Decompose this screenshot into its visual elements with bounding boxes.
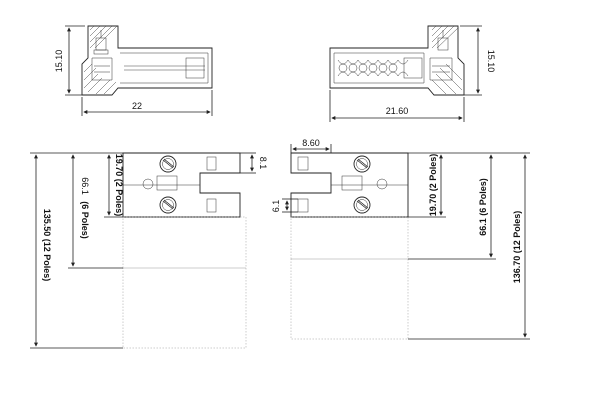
dim-front-left-12poles: 135.50 (12 Poles)	[42, 209, 52, 282]
front-view-right: 8.60 6.1 19.70 (2 Poles) 66.1 (6 Poles) …	[271, 138, 530, 340]
dim-front-right-pitch: 8.60	[302, 138, 320, 148]
side-view-left: 15.10 22	[54, 25, 213, 116]
dim-side-left-height: 15.10	[54, 50, 64, 73]
dim-front-left-6poles-value: 66.1	[80, 177, 90, 195]
side-view-right: 15.10 21.60	[329, 25, 496, 122]
spring-coil	[337, 59, 409, 77]
dim-front-right-2poles: 19.70 (2 Poles)	[428, 154, 438, 217]
dim-side-right-height: 15.10	[486, 50, 496, 73]
dim-front-left-6poles-label: (6 Poles)	[80, 201, 90, 239]
dim-front-left-2poles: 19.70 (2 Poles)	[114, 154, 124, 217]
dim-side-right-width: 21.60	[386, 106, 409, 116]
dim-front-right-small: 6.1	[271, 200, 281, 213]
dim-side-left-width: 22	[132, 101, 142, 111]
screw-bottom	[159, 196, 177, 214]
dim-front-right-12poles: 136.70 (12 Poles)	[512, 211, 522, 284]
dim-front-right-6poles: 66.1 (6 Poles)	[478, 178, 488, 236]
screw-top	[353, 155, 371, 173]
screw-bottom	[353, 196, 371, 214]
dim-front-left-small: 8.1	[258, 157, 268, 170]
front-view-left: 8.1 19.70 (2 Poles) 66.1 (6 Poles) 135.5…	[30, 152, 268, 349]
screw-top	[159, 155, 177, 173]
